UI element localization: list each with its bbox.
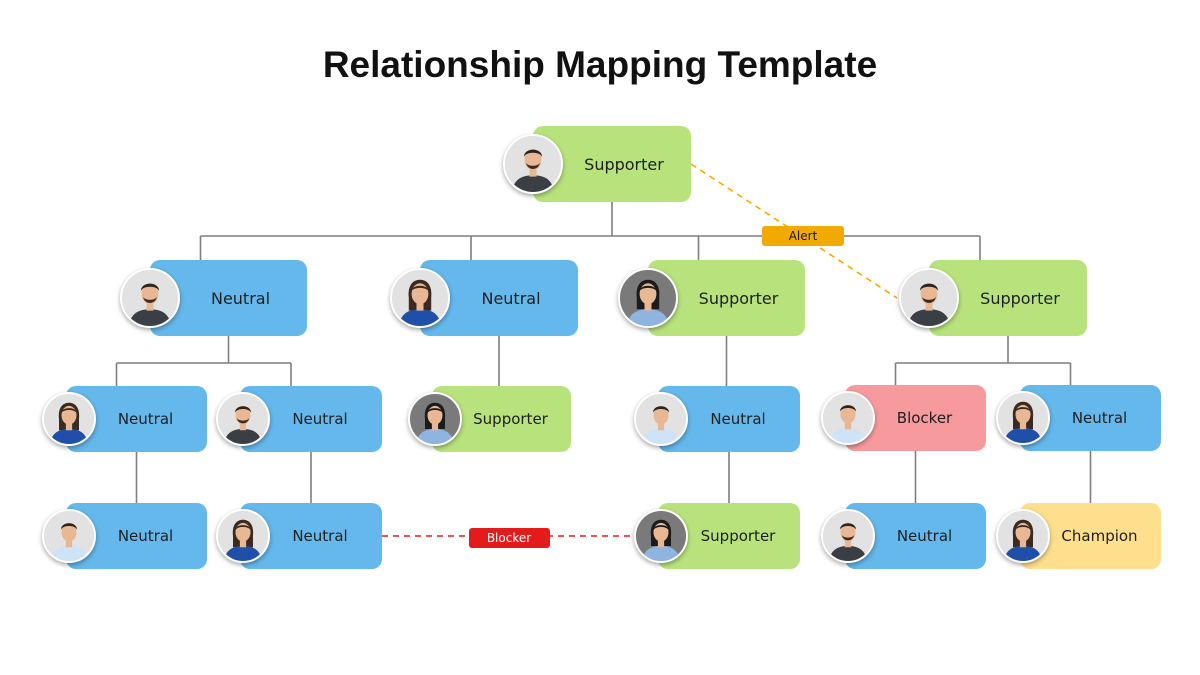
man-beard-icon: [120, 268, 180, 328]
woman-dark-icon: [618, 268, 678, 328]
woman-blue-icon: [996, 509, 1050, 563]
node-label: Supporter: [700, 527, 776, 545]
woman-blue-icon: [996, 391, 1050, 445]
node-label: Neutral: [117, 410, 174, 428]
man-smile-icon: [634, 392, 688, 446]
alert-tag: Alert: [762, 226, 844, 246]
node-label: Supporter: [698, 288, 779, 308]
node-label: Neutral: [481, 288, 541, 308]
node-label: Neutral: [896, 527, 953, 545]
node-label: Supporter: [473, 410, 548, 428]
node-box: Champion: [1020, 503, 1161, 569]
node-label: Supporter: [584, 154, 664, 174]
node-label: Neutral: [710, 410, 766, 428]
man-beard-icon: [216, 392, 270, 446]
man-beard-icon: [821, 509, 875, 563]
blocker-tag: Blocker: [468, 528, 550, 548]
woman-blue-icon: [390, 268, 450, 328]
man-beard-icon: [899, 268, 959, 328]
man-smile-icon: [42, 509, 96, 563]
node-box: Neutral: [240, 503, 382, 569]
man-beard-icon: [503, 134, 563, 194]
woman-blue-icon: [216, 509, 270, 563]
node-label: Blocker: [896, 409, 953, 427]
woman-blue-icon: [42, 392, 96, 446]
woman-dark-icon: [408, 392, 462, 446]
node-label: Neutral: [210, 288, 271, 308]
node-label: Neutral: [292, 410, 348, 428]
man-smile-icon: [821, 391, 875, 445]
node-label: Neutral: [117, 527, 174, 545]
page-title: Relationship Mapping Template: [322, 44, 878, 85]
node-label: Neutral: [292, 527, 348, 545]
node-label: Champion: [1061, 527, 1138, 545]
woman-dark-icon: [634, 509, 688, 563]
node-label: Neutral: [1071, 409, 1128, 427]
node-label: Supporter: [980, 288, 1060, 308]
